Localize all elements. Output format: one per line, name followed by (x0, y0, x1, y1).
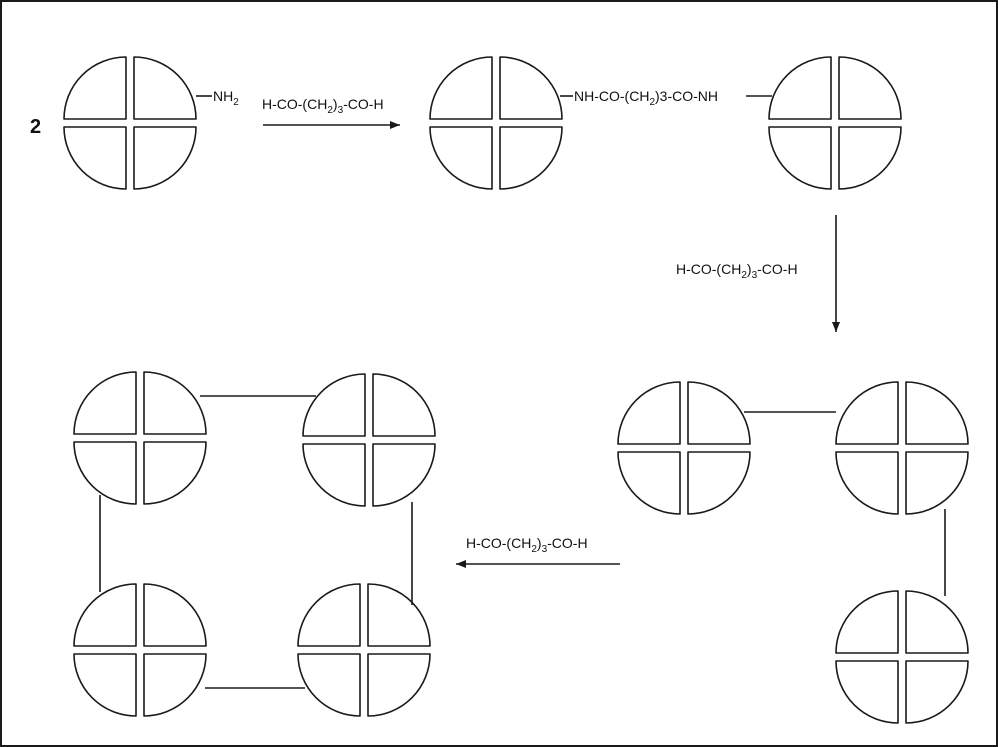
bead-tetramer-bottom-left (73, 583, 207, 717)
bead-trimer-bottom-right (835, 590, 969, 724)
reagent-label-3: H-CO-(CH2)3-CO-H (466, 535, 588, 555)
bead-dimer-right (768, 56, 902, 190)
bead-trimer-top-right (835, 381, 969, 515)
bead-reactant (63, 56, 197, 190)
reagent-label-2: H-CO-(CH2)3-CO-H (676, 261, 798, 281)
bead-trimer-left (617, 381, 751, 515)
bead-dimer-left (429, 56, 563, 190)
amine-group-label: NH2 (213, 88, 239, 108)
reagent-label-1: H-CO-(CH2)3-CO-H (262, 96, 384, 116)
bead-tetramer-bottom-right (297, 583, 431, 717)
bead-tetramer-top-right (302, 373, 436, 507)
bead-tetramer-top-left (73, 371, 207, 505)
stoichiometric-coefficient: 2 (30, 116, 41, 138)
linker-label: NH-CO-(CH2)3-CO-NH (574, 88, 718, 108)
